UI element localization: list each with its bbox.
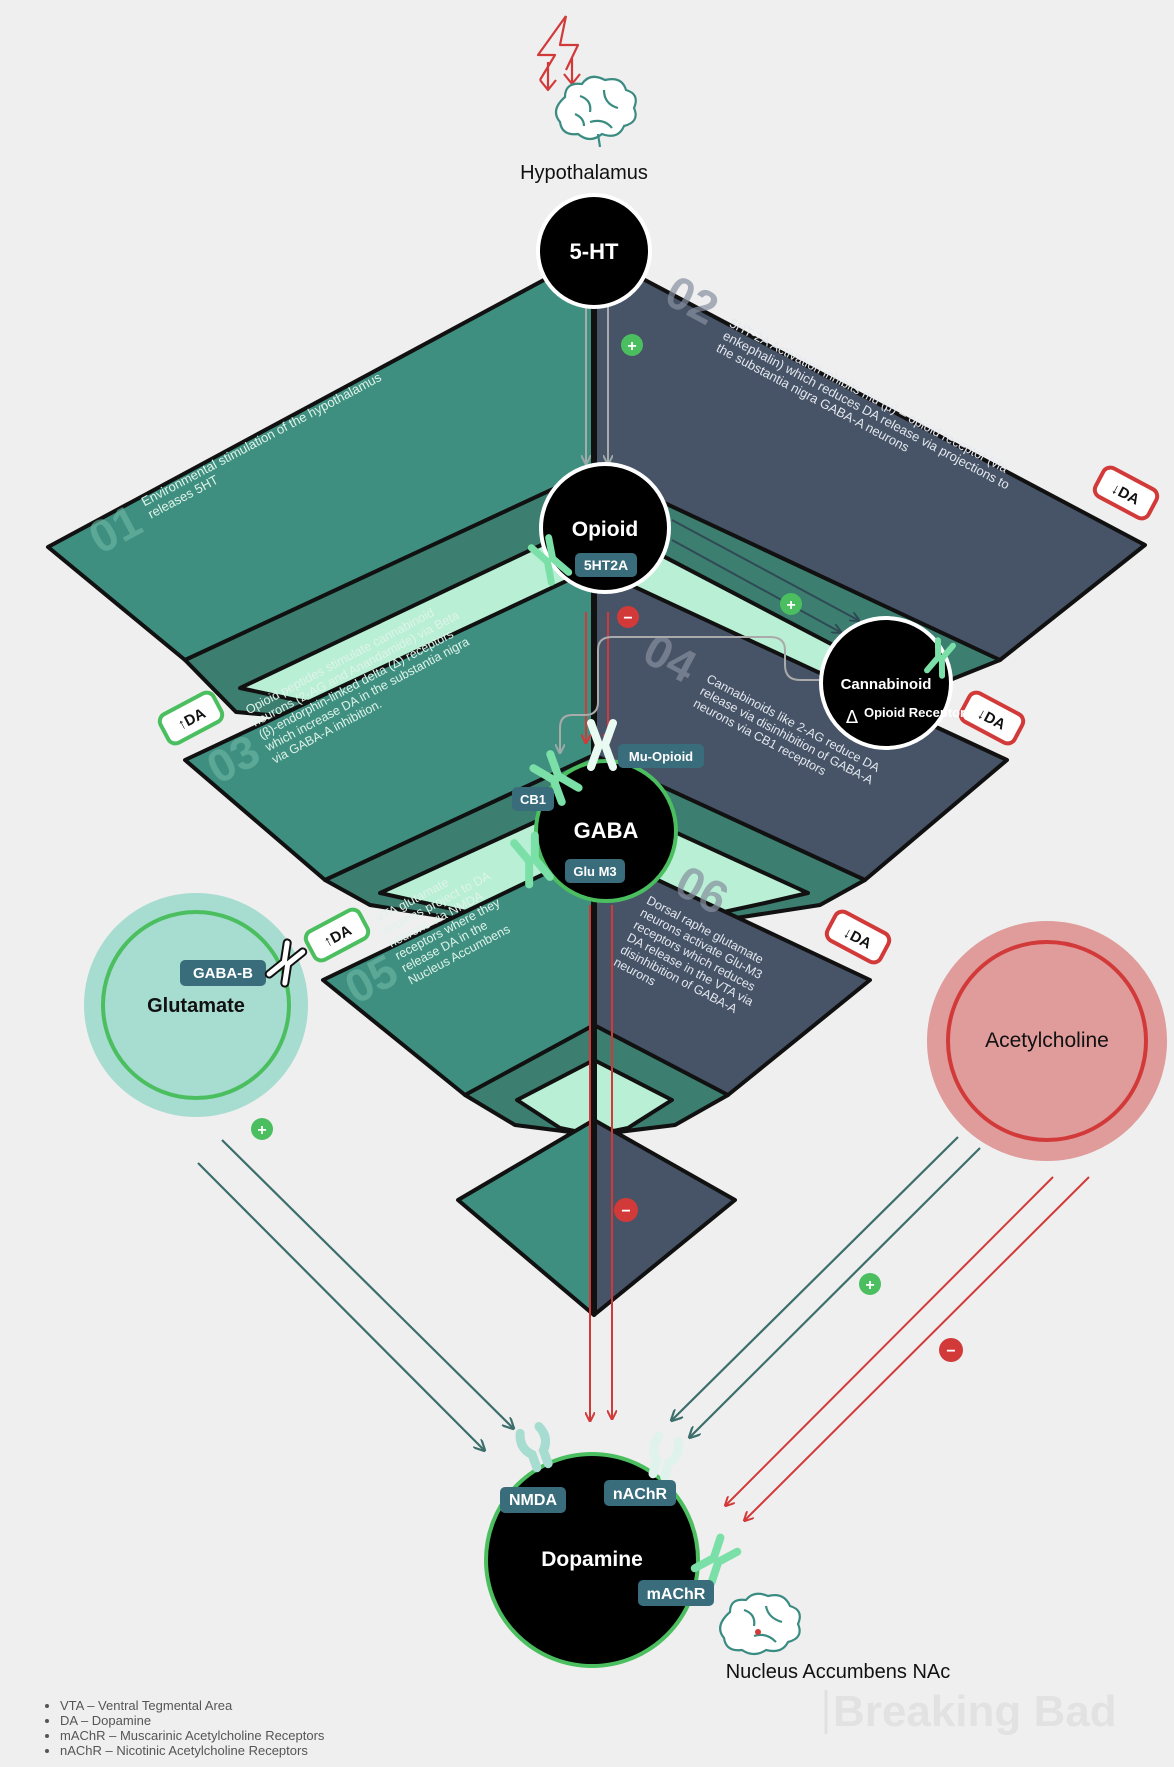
node-glutamate: Glutamate GABA-B: [84, 893, 308, 1117]
nucleus-accumbens-label: Nucleus Accumbens NAc: [726, 1661, 951, 1683]
legend: VTA – Ventral Tegmental Area DA – Dopami…: [42, 1698, 324, 1758]
minus-sign-acetylcholine: −: [939, 1338, 963, 1362]
receptor-glu-m3-tag: Glu M3: [573, 864, 616, 879]
plus-sign-acetylcholine: +: [859, 1273, 881, 1295]
arrow-glutamate-dopamine-2: [197, 1162, 484, 1450]
node-dopamine-label: Dopamine: [541, 1548, 643, 1571]
receptor-5ht2a-icon: [527, 534, 573, 586]
node-gaba: GABA Glu M3: [534, 759, 678, 903]
receptor-nmda-icon: [515, 1422, 553, 1473]
svg-text:−: −: [946, 1343, 955, 1360]
plus-sign-5ht: +: [621, 334, 643, 356]
node-acetylcholine-label: Acetylcholine: [985, 1029, 1109, 1052]
receptor-glu-m3-icon: [510, 831, 554, 889]
da-badge-05: ↑DA: [303, 907, 371, 963]
node-cannabinoid: Cannabinoid Δ Opioid Receptor: [819, 616, 965, 750]
watermark: Breaking Bad: [833, 1687, 1117, 1736]
legend-item: VTA – Ventral Tegmental Area: [60, 1698, 324, 1713]
node-5ht: 5-HT: [536, 193, 652, 309]
bottom-diamond-left: [456, 1118, 596, 1317]
arrow-cannabinoid-gaba: [560, 636, 820, 752]
legend-item: nAChR – Nicotinic Acetylcholine Receptor…: [60, 1743, 324, 1758]
lightning-icon: [536, 15, 581, 92]
da-badge-02: ↓DA: [1092, 465, 1160, 521]
node-opioid-label: Opioid: [572, 518, 639, 541]
receptor-nachr-tag: nAChR: [613, 1486, 668, 1503]
arrow-ach-machr-2: [745, 1176, 1090, 1520]
arrows: [197, 305, 1090, 1520]
brain-icon-nac: [719, 1592, 801, 1656]
hypothalamus-label: Hypothalamus: [520, 162, 648, 184]
legend-item: DA – Dopamine: [60, 1713, 324, 1728]
receptor-mu-opioid-tag: Mu-Opioid: [629, 749, 693, 764]
legend-item: mAChR – Muscarinic Acetylcholine Recepto…: [60, 1728, 324, 1743]
signs: + + − + − + −: [251, 334, 963, 1362]
plus-sign-glutamate: +: [251, 1118, 273, 1140]
minus-sign-gaba-dopamine: −: [614, 1198, 638, 1222]
arrow-ach-nachr-1: [672, 1136, 959, 1420]
plus-sign-opioid-cannabinoid: +: [780, 593, 802, 615]
da-badge-06: ↓DA: [824, 909, 892, 965]
node-acetylcholine: Acetylcholine: [927, 921, 1167, 1161]
svg-text:+: +: [627, 338, 636, 355]
da-badge-03: ↑DA: [157, 690, 225, 746]
svg-text:+: +: [257, 1122, 266, 1139]
svg-text:−: −: [623, 610, 632, 627]
svg-text:+: +: [865, 1277, 874, 1294]
receptor-machr-icon: [690, 1533, 742, 1587]
node-glutamate-label: Glutamate: [147, 995, 245, 1017]
receptor-gaba-b-icon: [264, 938, 308, 988]
arrow-opioid-cannabinoid-1: [671, 519, 858, 620]
minus-sign-opioid-gaba: −: [617, 606, 639, 628]
node-5ht-label: 5-HT: [570, 239, 619, 264]
level-3: [321, 848, 872, 1137]
receptor-5ht2a-tag: 5HT2A: [584, 557, 628, 573]
da-badges: ↓DA ↑DA ↓DA ↑DA ↓DA: [157, 465, 1160, 965]
receptor-machr-tag: mAChR: [647, 1586, 706, 1603]
receptor-cannabinoid-icon: [924, 637, 956, 679]
da-badge-04: ↓DA: [958, 690, 1026, 746]
receptor-mu-opioid-icon: [587, 719, 617, 771]
bottom-diamond-right: [592, 1118, 737, 1317]
receptor-cb1-icon: [529, 750, 583, 806]
receptor-cb1-tag: CB1: [520, 792, 546, 807]
node-cannabinoid-sublabel: Opioid Receptor: [864, 705, 965, 720]
svg-text:+: +: [786, 597, 795, 614]
arrow-ach-nachr-2: [690, 1147, 981, 1437]
node-cannabinoid-label: Cannabinoid: [841, 676, 932, 693]
receptor-gaba-b-tag: GABA-B: [193, 965, 253, 982]
node-opioid: Opioid 5HT2A: [539, 462, 671, 594]
svg-text:−: −: [621, 1203, 630, 1220]
receptor-nachr-icon: [648, 1431, 684, 1482]
node-gaba-label: GABA: [574, 818, 639, 843]
brain-icon-hypothalamus: [554, 75, 637, 148]
arrow-opioid-cannabinoid-2: [671, 539, 840, 632]
delta-icon: Δ: [846, 707, 859, 728]
receptor-nmda-tag: NMDA: [509, 1492, 557, 1509]
arrow-glutamate-dopamine-1: [221, 1139, 513, 1428]
arrow-ach-machr-1: [726, 1176, 1054, 1505]
